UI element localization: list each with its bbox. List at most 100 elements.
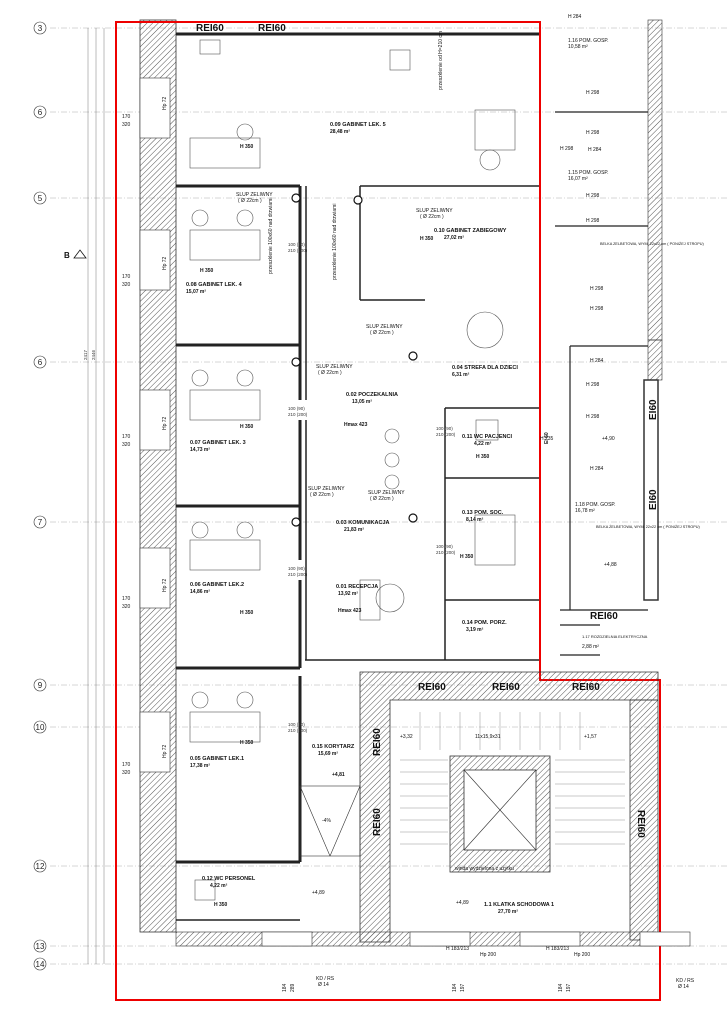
svg-text:( Ø 22cm ): ( Ø 22cm ) <box>370 496 394 502</box>
lift-note: winda wydzielona z użytku <box>455 866 514 872</box>
axis-label: 5 <box>38 194 43 203</box>
svg-text:H 284: H 284 <box>588 147 602 153</box>
svg-text:0.10 GABINET ZABIEGOWY: 0.10 GABINET ZABIEGOWY <box>434 228 507 234</box>
svg-text:( Ø 22cm ): ( Ø 22cm ) <box>318 370 342 376</box>
svg-text:0.01 RECEPCJA: 0.01 RECEPCJA <box>336 584 378 590</box>
svg-text:H 284: H 284 <box>568 14 582 20</box>
svg-text:320: 320 <box>122 604 131 610</box>
fire-ratings: REI60 REI60 REI60 REI60 REI60 REI60 REI6… <box>196 23 659 838</box>
svg-text:H 350: H 350 <box>420 236 434 242</box>
axis-label: 12 <box>36 862 45 871</box>
svg-text:320: 320 <box>122 282 131 288</box>
svg-text:197: 197 <box>460 983 466 992</box>
svg-text:16,07 m²: 16,07 m² <box>568 176 588 182</box>
svg-text:210 (200): 210 (200) <box>436 550 456 555</box>
svg-text:przeszklenie od H=210 cm: przeszklenie od H=210 cm <box>438 31 444 90</box>
axis-label: 14 <box>36 960 45 969</box>
ramp-slope: -4% <box>322 818 331 824</box>
overall-dim: 2446 <box>91 349 96 360</box>
svg-text:H 298: H 298 <box>586 130 600 136</box>
svg-text:Ø 14: Ø 14 <box>318 982 329 988</box>
stairs-label: 11x15,9x31 <box>475 734 501 740</box>
svg-text:H 350: H 350 <box>476 454 490 460</box>
svg-text:+4,90: +4,90 <box>602 436 615 442</box>
door-dims: 100 (80)210 (200) 100 (90)210 (200) 100 … <box>288 242 456 733</box>
section-triangle-icon <box>73 249 87 259</box>
svg-text:H 298: H 298 <box>590 306 604 312</box>
svg-text:( Ø 22cm ): ( Ø 22cm ) <box>238 198 262 204</box>
svg-text:0.08 GABINET LEK. 4: 0.08 GABINET LEK. 4 <box>186 282 243 288</box>
svg-text:H 350: H 350 <box>240 740 254 746</box>
svg-text:REI60: REI60 <box>635 810 646 838</box>
svg-text:Hp 200: Hp 200 <box>574 952 590 958</box>
svg-text:0.05 GABINET LEK.1: 0.05 GABINET LEK.1 <box>190 756 244 762</box>
svg-text:Hp 72: Hp 72 <box>162 578 168 592</box>
svg-text:H 298: H 298 <box>590 286 604 292</box>
svg-text:SLUP ZELIWNY: SLUP ZELIWNY <box>308 486 345 492</box>
svg-text:H 298: H 298 <box>586 414 600 420</box>
svg-text:1.17 ROZDZIELNIA ELEKTRYCZNA: 1.17 ROZDZIELNIA ELEKTRYCZNA <box>582 634 648 639</box>
svg-text:Hp 72: Hp 72 <box>162 416 168 430</box>
svg-text:210 (200): 210 (200) <box>288 412 308 417</box>
svg-text:1.18 POM. GOSP.: 1.18 POM. GOSP. <box>575 502 615 508</box>
svg-text:+4,89: +4,89 <box>312 890 325 896</box>
svg-text:H 298: H 298 <box>560 146 574 152</box>
svg-text:197: 197 <box>566 983 572 992</box>
svg-text:H 350: H 350 <box>240 610 254 616</box>
levels: +4,90 +4,88 +4,89 +4,89 +3,32 +1,57 <box>312 436 617 906</box>
svg-text:210 (200): 210 (200) <box>288 572 308 577</box>
svg-text:0.07 GABINET LEK. 3: 0.07 GABINET LEK. 3 <box>190 440 246 446</box>
svg-text:Hp 72: Hp 72 <box>162 256 168 270</box>
svg-text:H 298: H 298 <box>586 382 600 388</box>
svg-text:Hmax 423: Hmax 423 <box>338 608 362 614</box>
svg-text:14,73 m²: 14,73 m² <box>190 447 210 453</box>
svg-text:0.02 POCZEKALNIA: 0.02 POCZEKALNIA <box>346 392 398 398</box>
svg-text:Ø 14: Ø 14 <box>678 984 689 990</box>
svg-text:170: 170 <box>122 274 131 280</box>
svg-text:289: 289 <box>290 983 296 992</box>
svg-text:H 350: H 350 <box>200 268 214 274</box>
svg-text:( Ø 22cm ): ( Ø 22cm ) <box>370 330 394 336</box>
svg-text:+4,81: +4,81 <box>332 772 345 778</box>
svg-text:15,69 m²: 15,69 m² <box>318 751 338 757</box>
svg-text:REI60: REI60 <box>418 682 446 693</box>
axis-label: 3 <box>38 24 43 33</box>
svg-text:8,14 m²: 8,14 m² <box>466 517 484 523</box>
section-marker: B <box>64 251 70 260</box>
svg-text:przeszklenie 100x60 nad drzwia: przeszklenie 100x60 nad drzwiami <box>332 204 338 280</box>
svg-text:+4,88: +4,88 <box>604 562 617 568</box>
svg-text:100 (90): 100 (90) <box>436 426 453 431</box>
svg-text:REI60: REI60 <box>258 23 286 34</box>
svg-text:EI60: EI60 <box>648 399 659 420</box>
room-labels: 0.09 GABINET LEK. 528,48 m² H 350 0.08 G… <box>186 122 554 915</box>
svg-text:100 (90): 100 (90) <box>288 566 305 571</box>
svg-text:15,07 m²: 15,07 m² <box>186 289 206 295</box>
window-hp: Hp 72 Hp 72 Hp 72 Hp 72 Hp 72 <box>162 96 168 758</box>
svg-text:184: 184 <box>282 983 288 992</box>
beam-note: BELKA ZELBETOWA, WYM. 22x22 cm ( PONIŻEJ… <box>600 241 705 246</box>
svg-text:H 298: H 298 <box>586 193 600 199</box>
svg-text:210 (200): 210 (200) <box>436 432 456 437</box>
svg-text:REI60: REI60 <box>372 728 383 756</box>
overall-dim: 2417 <box>83 349 88 360</box>
axis-label: 10 <box>36 723 45 732</box>
svg-text:KD / RS: KD / RS <box>316 976 335 982</box>
pillar-notes: SLUP ZELIWNY( Ø 22cm ) SLUP ZELIWNY( Ø 2… <box>236 192 453 502</box>
svg-text:REI60: REI60 <box>572 682 600 693</box>
svg-text:210 (200): 210 (200) <box>288 728 308 733</box>
svg-text:REI60: REI60 <box>372 808 383 836</box>
svg-text:H 298: H 298 <box>586 90 600 96</box>
svg-text:100 (90): 100 (90) <box>288 722 305 727</box>
svg-text:170: 170 <box>122 762 131 768</box>
south-wall <box>175 931 691 947</box>
svg-text:4,22 m²: 4,22 m² <box>210 883 228 889</box>
west-wall <box>139 19 177 933</box>
svg-text:EI 60: EI 60 <box>544 432 550 444</box>
svg-text:SLUP ZELIWNY: SLUP ZELIWNY <box>316 364 353 370</box>
svg-text:17,38 m²: 17,38 m² <box>190 763 210 769</box>
pillars <box>291 193 418 527</box>
svg-text:184: 184 <box>452 983 458 992</box>
svg-text:SLUP ZELIWNY: SLUP ZELIWNY <box>416 208 453 214</box>
svg-text:10,58 m²: 10,58 m² <box>568 44 588 50</box>
svg-text:0.04 STREFA DLA DZIECI: 0.04 STREFA DLA DZIECI <box>452 365 518 371</box>
